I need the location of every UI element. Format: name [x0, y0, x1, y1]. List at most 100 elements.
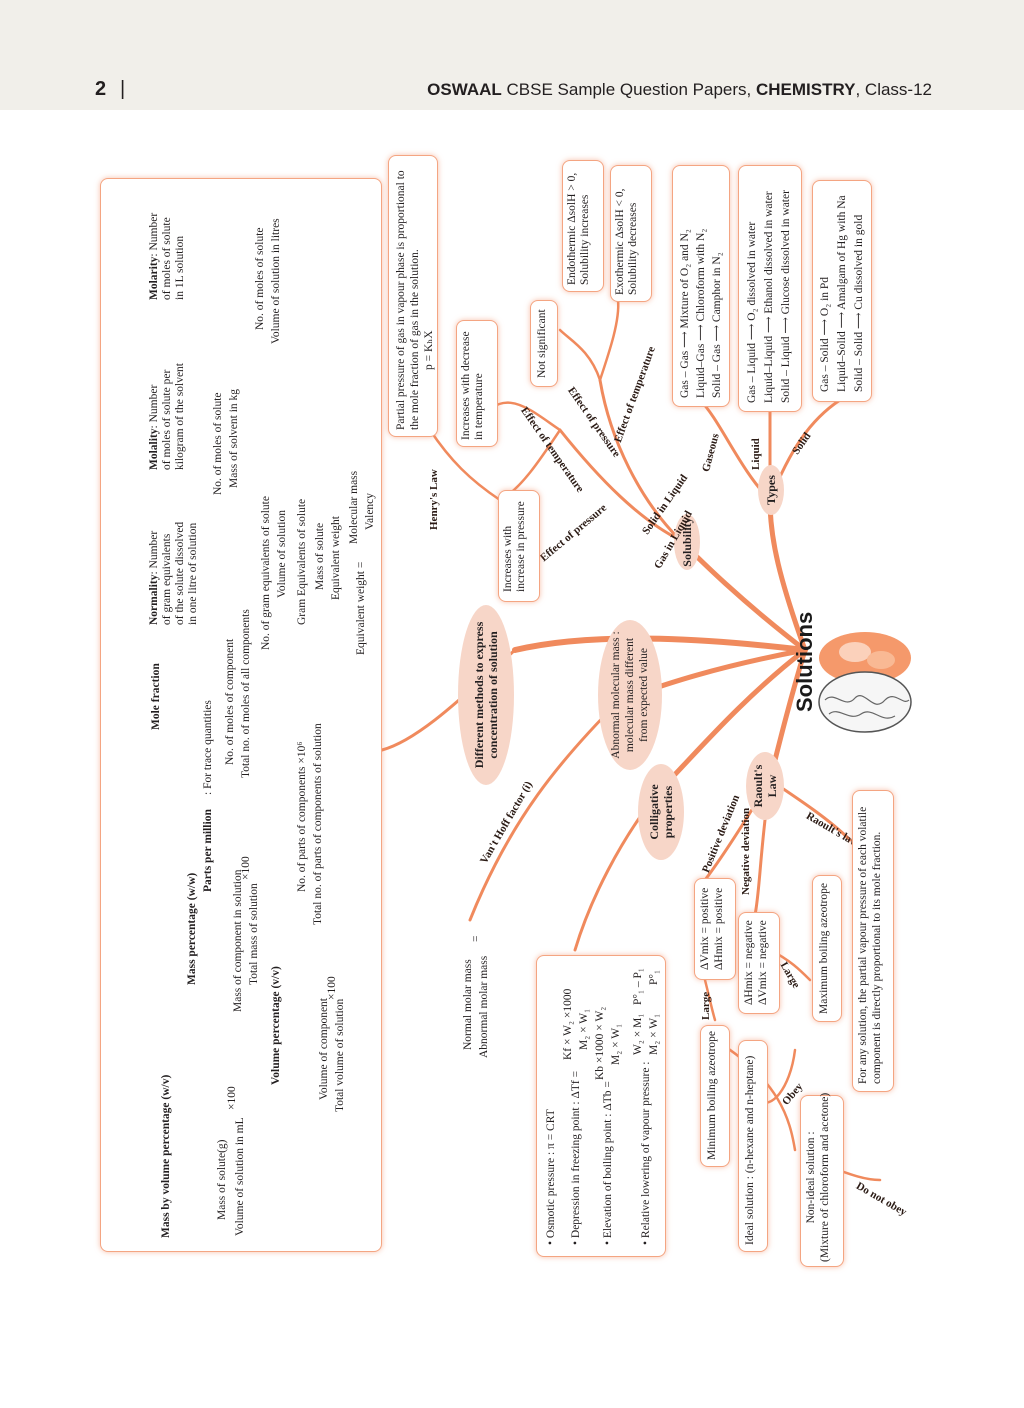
not-significant-text: Not significant [536, 309, 548, 378]
l-type-2: Liquid–Liquid ⟶ Ethanol dissolved in wat… [763, 191, 775, 403]
l-type-1: Gas – Liquid ⟶ O₂ dissolved in water [746, 221, 758, 403]
abn-2: molecular mass different [624, 637, 636, 753]
law-1: For any solution, the partial vapour pre… [857, 806, 869, 1084]
normality-def-1: : Number [148, 530, 160, 575]
pos-2: ΔHmix = positive [713, 887, 725, 970]
mole-fraction-denominator: Total no. of moles of all components [240, 609, 252, 778]
molarity-definition: Molarity: Number of moles of solute in 1… [148, 213, 187, 300]
exothermic-text: Exothermic ΔsolH < 0,Solubility decrease… [614, 188, 640, 295]
ideal-solution-text: Ideal solution : (n-hexane and n-heptane… [744, 1055, 756, 1245]
mass-by-volume-numerator: Mass of solute(g) [216, 1139, 228, 1221]
inc-press-2: increase in pressure [515, 501, 527, 592]
concentration-node: Different methods to express concentrati… [458, 605, 514, 785]
vhf-denominator: Abnormal molar mass [478, 955, 490, 1058]
freezing-point-den: M₂ × W₁ [578, 1008, 590, 1050]
s-type-3: Solid – Solid ⟶ Cu dissolved in gold [853, 214, 865, 392]
ppm-note: : For trace quantities [202, 700, 214, 795]
henry-law-text: Partial pressure of gas in vapour phase … [394, 170, 436, 430]
mass-by-volume-denominator: Volume of solution in mL [234, 1117, 246, 1236]
ppm-numerator: No. of parts of components ×10⁶ [296, 741, 308, 892]
r-2: Law [765, 774, 779, 798]
brain-illustration [815, 630, 915, 735]
brain-icon [818, 632, 912, 733]
normality-definition: Normality: Number of gram equivalents of… [148, 522, 200, 625]
normality-formula-3-denominator: Equivalent weight [330, 516, 342, 600]
page-header: 2 | OSWAAL CBSE Sample Question Papers, … [0, 0, 1024, 110]
equivalent-weight-numerator: Molecular mass [348, 470, 360, 544]
freezing-point-label: • Depression in freezing point : ΔTf = [570, 1070, 582, 1245]
large-label-positive: Large [700, 991, 712, 1020]
title-text: CBSE Sample Question Papers, [501, 80, 756, 99]
vapour-pressure-den-2: P°₁ [648, 969, 660, 985]
mass-percentage-denominator: Total mass of solution [248, 883, 260, 985]
neg-1: ΔHmix = negative [743, 920, 755, 1005]
concentration-node-label: Different methods to express concentrati… [472, 621, 500, 769]
vapour-pressure-num-2: P°₁ – P₁ [632, 968, 644, 1005]
mole-fraction-title: Mole fraction [150, 663, 162, 730]
henry-line-3: p = KₕX [423, 330, 435, 370]
law-2: component is directly proportional to it… [871, 831, 883, 1084]
molality-def-3: kilogram of the solvent [174, 363, 186, 470]
ideal-solution-box [738, 1040, 768, 1252]
molality-def-2: of moles of solute per [161, 369, 173, 470]
raoult-law-text: For any solution, the partial vapour pre… [856, 807, 884, 1084]
volume-percentage-numerator: Volume of component [318, 998, 330, 1100]
boiling-point-den: M₂ × W₁ [610, 1023, 622, 1065]
abn-1: Abnormal molecular mass : [610, 631, 622, 759]
normality-def-2: of gram equivalents [161, 533, 173, 625]
positive-deviation-box [694, 878, 736, 980]
mole-fraction-numerator: No. of moles of component [224, 638, 236, 765]
book-title: OSWAAL CBSE Sample Question Papers, CHEM… [427, 80, 932, 100]
equivalent-weight-denominator: Valency [364, 492, 376, 530]
colligative-box [536, 955, 666, 1257]
molality-def-1: : Number [148, 384, 160, 429]
liquid-types-box [738, 165, 802, 412]
endothermic-text: Endothermic ΔsolH > 0,Solubility increas… [566, 173, 592, 285]
s-type-1: Gas – Solid ⟶ O₂ in Pd [819, 276, 831, 392]
exo-2: Solubility decreases [627, 202, 639, 295]
abn-3: from expected value [638, 648, 650, 742]
max-azeotrope-box [812, 875, 842, 1022]
mass-percentage-numerator: Mass of component in solution [232, 869, 244, 1012]
molality-title: Molality [148, 428, 160, 470]
normality-def-3: of the solute dissolved [174, 521, 186, 625]
non-ideal-box [800, 1095, 844, 1267]
ppm-denominator: Total no. of parts of components of solu… [312, 723, 324, 925]
negative-deviation-label: Negative deviation [740, 807, 752, 895]
types-node: Types [758, 465, 784, 515]
col-1: Colligative [647, 784, 661, 840]
vapour-pressure-num-1: W₂ × M₁ [632, 1013, 644, 1055]
max-azeotrope-text: Maximum boiling azeotrope [818, 883, 830, 1014]
liquid-label: Liquid [750, 438, 762, 470]
vapour-pressure-den-1: M₂ × W₁ [648, 1013, 660, 1055]
normality-formula-1-numerator: No. of gram equivalents of solute [260, 496, 272, 650]
normality-formula-2-numerator: Gram Equivalents of solute [296, 498, 308, 625]
inc-temp-1: Increases with decrease [460, 331, 472, 440]
subject-name: CHEMISTRY [755, 80, 856, 99]
solid-types-box [812, 180, 872, 402]
equivalent-weight-label: Equivalent weight = [355, 561, 367, 655]
molality-denominator: Mass of solvent in kg [228, 388, 240, 488]
molarity-denominator: Volume of solution in litres [270, 218, 282, 344]
molarity-title: Molarity [148, 256, 160, 300]
header-separator: | [120, 78, 126, 100]
class-text: , Class-12 [855, 80, 932, 99]
increase-temp-box [456, 320, 498, 447]
molality-numerator: No. of moles of solute [212, 392, 224, 495]
min-azeotrope-text: Minimum boiling azeotrope [706, 1030, 718, 1160]
henry-line-1: Partial pressure of gas in vapour phase … [395, 170, 407, 430]
raoult-law-box [852, 790, 894, 1092]
boiling-point-num: Kb ×1000 × W₂ [594, 1006, 606, 1080]
vhf-numerator: Normal molar mass [462, 959, 474, 1050]
ppm-title: Parts per million [202, 809, 214, 892]
freezing-point-num: Kf × W₂ ×1000 [562, 988, 574, 1060]
molality-definition: Molality: Number of moles of solute per … [148, 363, 187, 470]
mass-percentage-multiplier: ×100 [240, 856, 252, 880]
volume-percentage-title: Volume percentage (v/v) [270, 966, 282, 1085]
nonideal-1: Non-ideal solution : [805, 1131, 817, 1224]
mass-by-volume-multiplier: ×100 [226, 1086, 238, 1110]
